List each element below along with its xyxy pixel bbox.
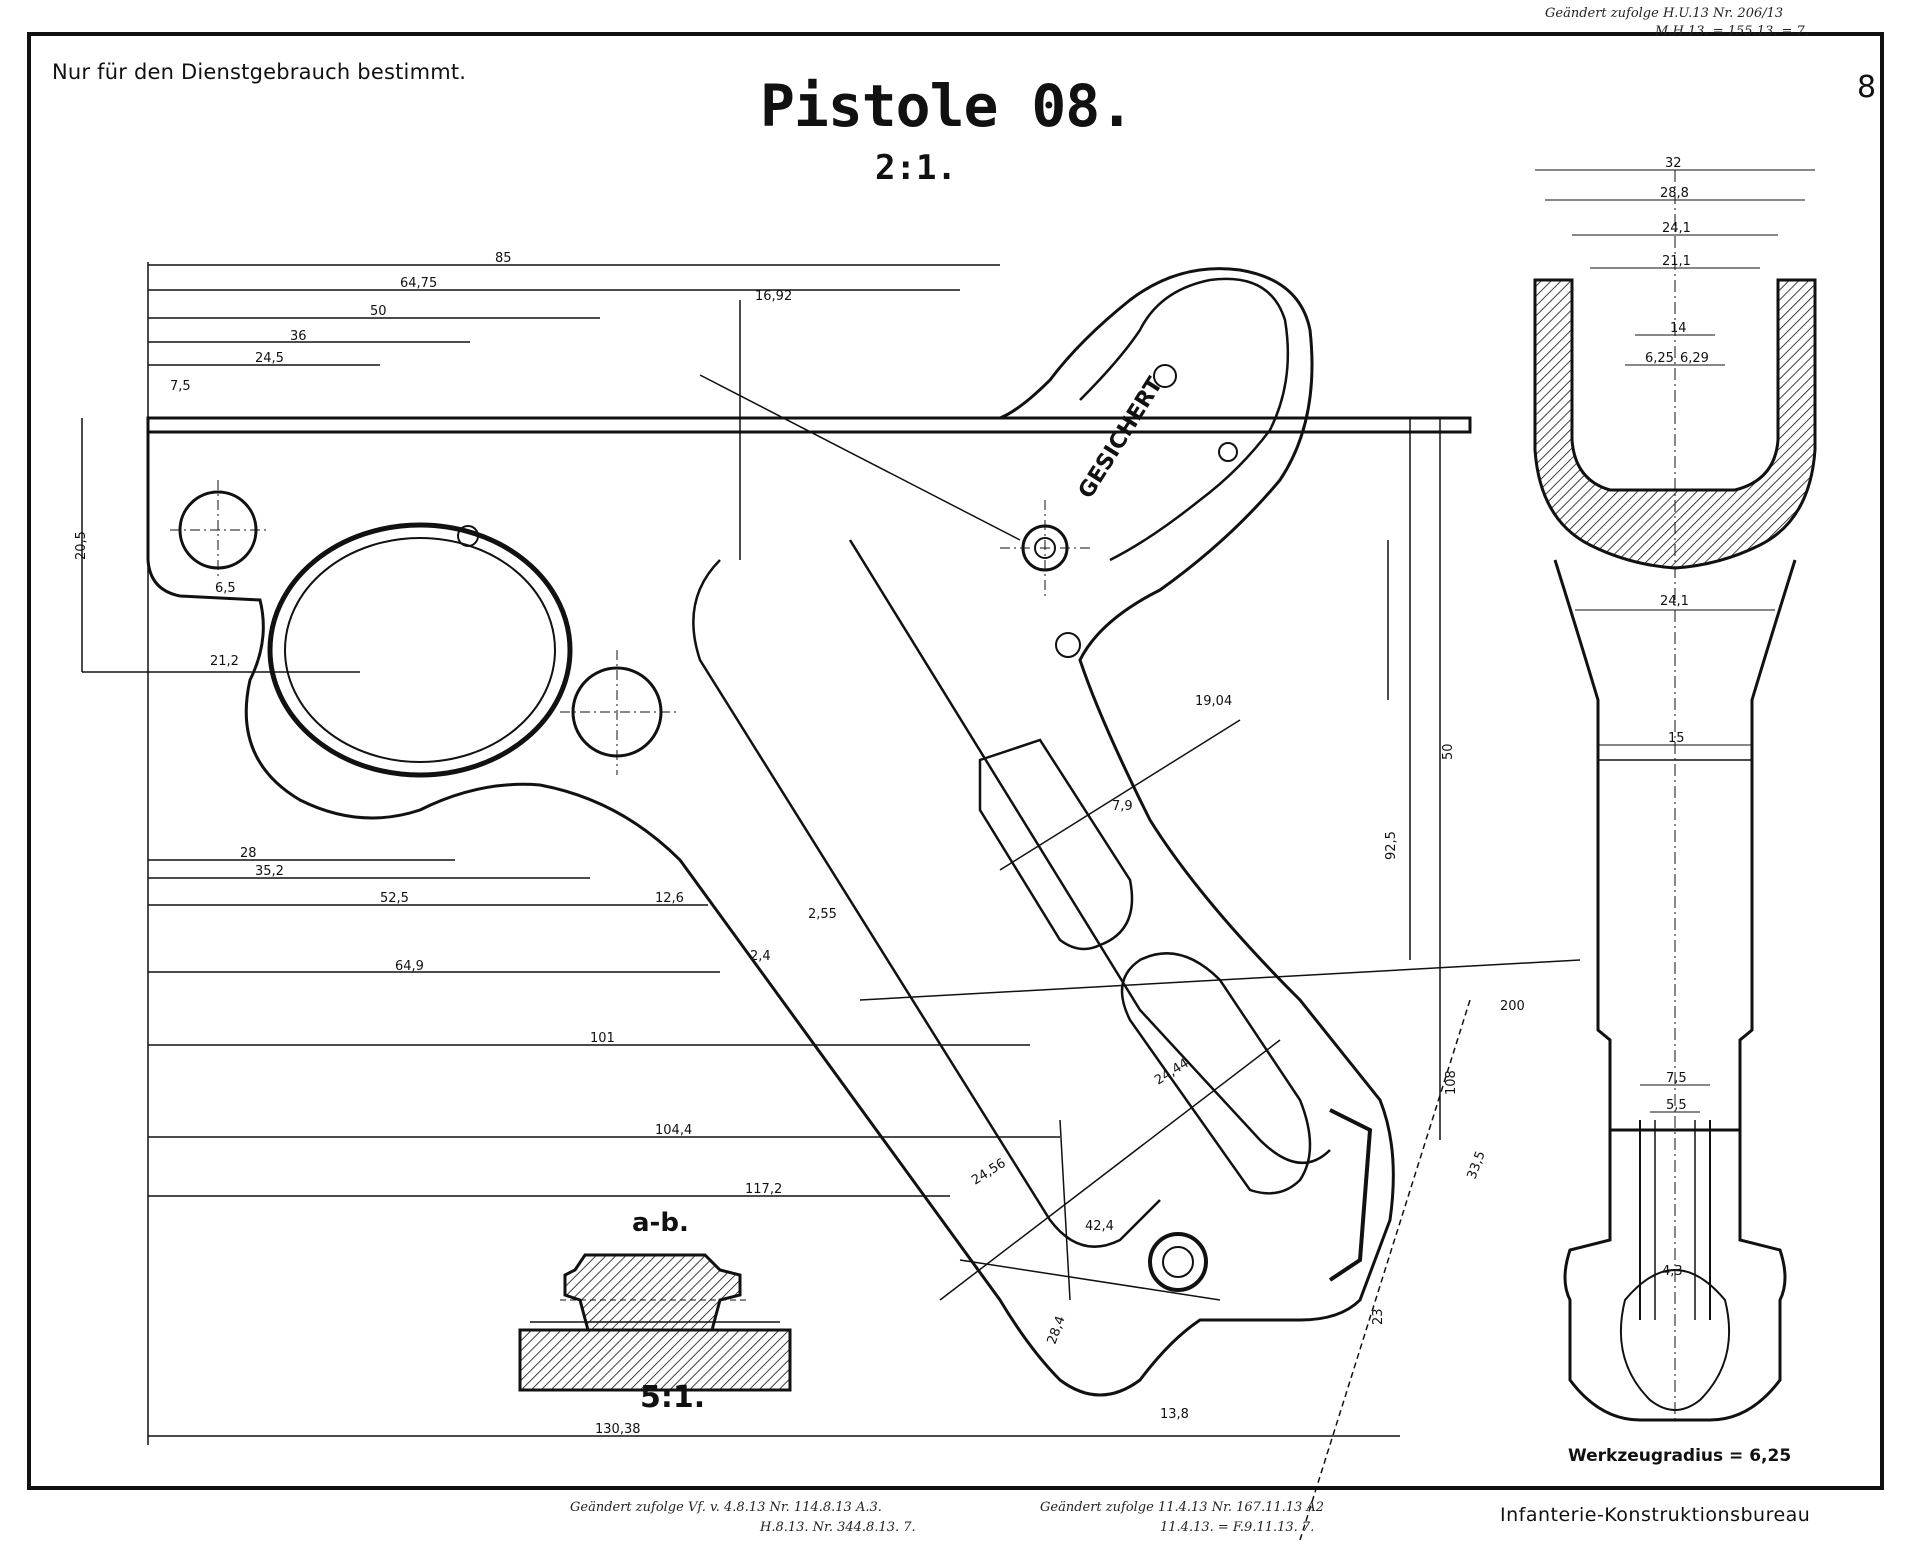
revision-signature: 11.4.13. = F.9.11.13. 7.	[1160, 1520, 1315, 1535]
svg-text:6,5: 6,5	[215, 581, 236, 596]
section-a-b	[518, 1253, 792, 1392]
svg-text:24,5: 24,5	[255, 351, 284, 366]
svg-text:33,5: 33,5	[1465, 1149, 1489, 1181]
svg-text:19,04: 19,04	[1195, 694, 1232, 709]
frame-side-view	[146, 267, 1472, 1397]
svg-text:28,8: 28,8	[1660, 186, 1689, 201]
svg-text:50: 50	[1441, 743, 1456, 760]
svg-text:7,5: 7,5	[170, 379, 191, 394]
svg-text:12,6: 12,6	[655, 891, 684, 906]
svg-text:36: 36	[290, 329, 307, 344]
svg-text:4,3: 4,3	[1662, 1264, 1683, 1279]
svg-text:42,4: 42,4	[1085, 1219, 1114, 1234]
svg-text:35,2: 35,2	[255, 864, 284, 879]
front-view	[1533, 278, 1817, 1422]
revision-signature: Geändert zufolge Vf. v. 4.8.13 Nr. 114.8…	[570, 1500, 882, 1515]
front-view-dimension-values: 32 28,8 24,1 21,1 14 6,25 6,29 24,1 15 7…	[1645, 156, 1709, 1279]
svg-text:7,5: 7,5	[1666, 1071, 1687, 1086]
revision-signature: Geändert zufolge 11.4.13 Nr. 167.11.13 A…	[1040, 1500, 1325, 1515]
svg-text:85: 85	[495, 251, 512, 266]
svg-text:117,2: 117,2	[745, 1182, 782, 1197]
svg-text:200: 200	[1500, 999, 1525, 1014]
svg-text:64,75: 64,75	[400, 276, 437, 291]
svg-text:21,2: 21,2	[210, 654, 239, 669]
svg-text:101: 101	[590, 1031, 615, 1046]
center-lines	[170, 480, 1090, 775]
sheet-number: 8	[1857, 70, 1877, 105]
svg-text:2,4: 2,4	[750, 949, 771, 964]
svg-text:24,1: 24,1	[1662, 221, 1691, 236]
drawing-scale: 2:1.	[875, 148, 957, 188]
svg-text:6,29: 6,29	[1680, 351, 1709, 366]
svg-text:24,56: 24,56	[969, 1156, 1009, 1188]
svg-text:16,92: 16,92	[755, 289, 792, 304]
svg-text:2,55: 2,55	[808, 907, 837, 922]
svg-text:13,8: 13,8	[1160, 1407, 1189, 1422]
svg-text:6,25: 6,25	[1645, 351, 1674, 366]
svg-text:21,1: 21,1	[1662, 254, 1691, 269]
section-label: a-b.	[632, 1208, 689, 1238]
svg-text:23: 23	[1371, 1308, 1386, 1325]
svg-text:7,9: 7,9	[1112, 799, 1133, 814]
svg-text:130,38: 130,38	[595, 1422, 641, 1437]
drawing-title: Pistole 08.	[760, 72, 1134, 140]
svg-text:52,5: 52,5	[380, 891, 409, 906]
svg-text:32: 32	[1665, 156, 1682, 171]
svg-text:20,5: 20,5	[74, 531, 89, 560]
revision-signature: M.H.13. = 155.13. = 7.	[1655, 24, 1809, 39]
svg-text:28: 28	[240, 846, 257, 861]
svg-text:64,9: 64,9	[395, 959, 424, 974]
svg-text:50: 50	[370, 304, 387, 319]
bureau-name: Infanterie-Konstruktionsbureau	[1500, 1504, 1811, 1526]
svg-text:14: 14	[1670, 321, 1687, 336]
svg-text:28,4: 28,4	[1045, 1314, 1069, 1346]
front-view-dimension-lines	[1535, 169, 1815, 1420]
revision-signature: H.8.13. Nr. 344.8.13. 7.	[760, 1520, 916, 1535]
tool-radius-note: Werkzeugradius = 6,25	[1568, 1446, 1792, 1466]
svg-text:108: 108	[1444, 1070, 1459, 1095]
drawing-border	[27, 32, 1884, 1490]
svg-text:5,5: 5,5	[1666, 1098, 1687, 1113]
dimension-lines	[81, 262, 1581, 1541]
svg-text:104,4: 104,4	[655, 1123, 692, 1138]
restriction-note: Nur für den Dienstgebrauch bestimmt.	[52, 60, 467, 84]
svg-text:92,5: 92,5	[1384, 831, 1399, 860]
svg-text:24,1: 24,1	[1660, 594, 1689, 609]
svg-text:15: 15	[1668, 731, 1685, 746]
revision-signature: Geändert zufolge H.U.13 Nr. 206/13	[1545, 6, 1784, 21]
dimension-values: 85 64,75 50 36 24,5 7,5 6,5 20,5 21,2 16…	[74, 251, 1525, 1437]
